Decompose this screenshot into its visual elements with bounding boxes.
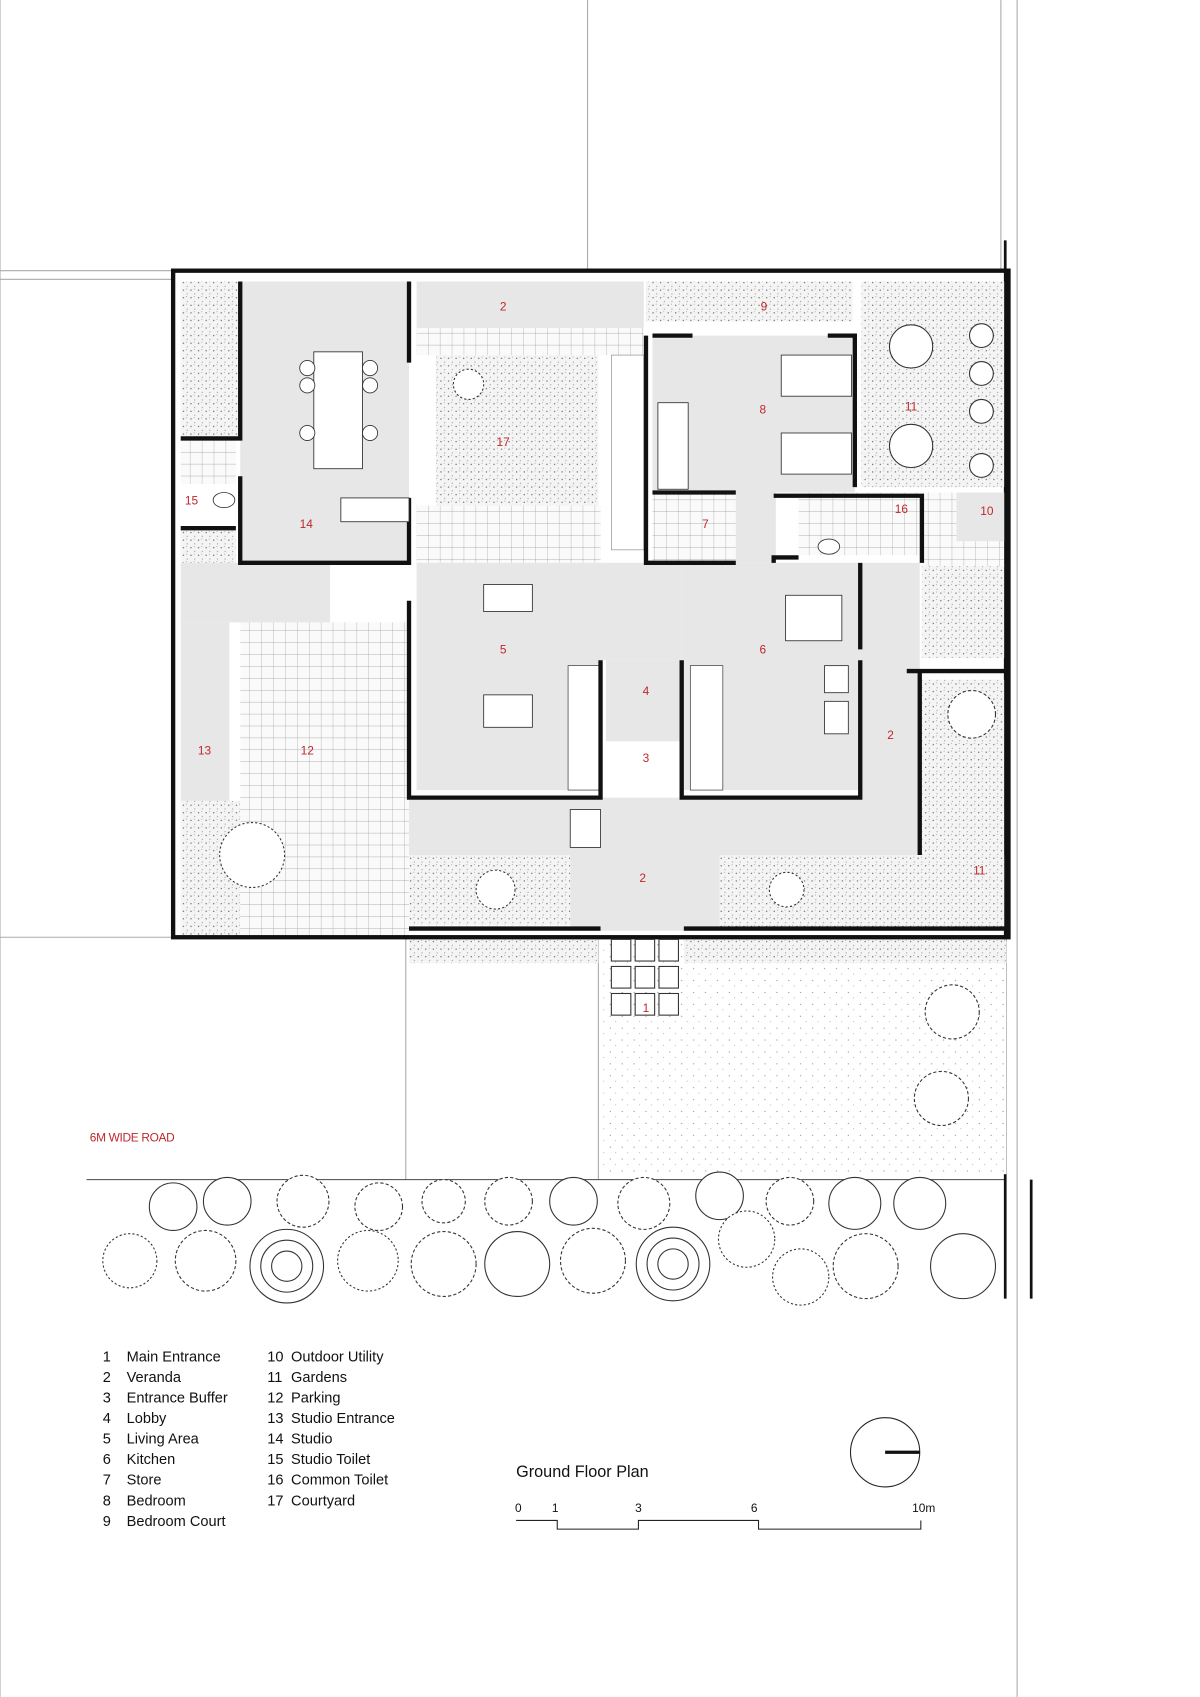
legend-label: Gardens <box>291 1370 347 1386</box>
legend-number: 2 <box>103 1370 111 1386</box>
scale-tick-1: 1 <box>552 1501 559 1515</box>
room-tag-outdoor-utility: 10 <box>980 504 994 518</box>
legend-label: Veranda <box>127 1370 182 1386</box>
room-tag-store: 7 <box>702 517 709 531</box>
plan-plants <box>219 323 997 1127</box>
room-tag-courtyard: 17 <box>497 435 511 449</box>
legend-label: Kitchen <box>127 1452 176 1468</box>
drawing-title: Ground Floor Plan <box>516 1463 649 1481</box>
legend-number: 4 <box>103 1411 111 1427</box>
legend-label: Outdoor Utility <box>291 1349 384 1365</box>
legend-label: Lobby <box>127 1411 167 1427</box>
legend-label: Courtyard <box>291 1493 355 1509</box>
scale-tick-10m: 10m <box>912 1501 935 1515</box>
legend-label: Common Toilet <box>291 1473 388 1489</box>
street-tree-band <box>102 1171 997 1306</box>
north-arrow-icon <box>849 1417 921 1488</box>
scale-bar: 0 1 3 6 10m <box>515 1501 935 1530</box>
legend-label: Bedroom <box>127 1493 186 1509</box>
legend-label: Entrance Buffer <box>127 1391 228 1407</box>
legend-number: 10 <box>267 1349 283 1365</box>
scale-tick-0: 0 <box>515 1501 522 1515</box>
room-tag-entrance-buffer: 3 <box>643 751 650 765</box>
room-tag-common-toilet: 16 <box>895 502 909 516</box>
legend-label: Main Entrance <box>127 1349 221 1365</box>
scale-tick-6: 6 <box>751 1501 758 1515</box>
legend-number: 9 <box>103 1514 111 1530</box>
legend-number: 3 <box>103 1391 111 1407</box>
legend-number: 11 <box>267 1370 282 1386</box>
legend-label: Parking <box>291 1391 340 1407</box>
legend-label: Bedroom Court <box>127 1514 226 1530</box>
legend-number: 1 <box>103 1349 111 1365</box>
room-tag-lobby: 4 <box>643 684 650 698</box>
room-tag-bedroom: 8 <box>760 403 767 417</box>
room-tag-studio-toilet: 15 <box>185 493 199 507</box>
walls <box>170 268 1011 940</box>
road-label: 6M WIDE ROAD <box>90 1131 175 1145</box>
room-tag-gardens: 11 <box>905 399 918 413</box>
room-tag-studio-entrance: 13 <box>198 743 212 757</box>
legend-number: 13 <box>267 1411 283 1427</box>
legend-number: 5 <box>103 1432 111 1448</box>
entrance-stepping-stones <box>610 938 679 1016</box>
room-labels: 2 9 8 11 17 15 14 7 16 10 5 6 4 3 2 13 1… <box>185 300 994 1015</box>
room-tag-studio: 14 <box>300 517 314 531</box>
legend-number: 8 <box>103 1493 111 1509</box>
furniture <box>212 351 853 848</box>
room-tag-gardens-front: 11 <box>973 863 986 877</box>
legend-number: 12 <box>267 1391 283 1407</box>
legend-label: Studio <box>291 1432 332 1448</box>
scale-tick-3: 3 <box>635 1501 642 1515</box>
legend-number: 15 <box>267 1452 283 1468</box>
legend-number: 16 <box>267 1473 283 1489</box>
legend-label: Living Area <box>127 1432 200 1448</box>
legend-number: 7 <box>103 1473 111 1489</box>
legend-number: 14 <box>267 1432 283 1448</box>
legend-label: Studio Toilet <box>291 1452 370 1468</box>
legend-number: 17 <box>267 1493 283 1509</box>
legend-label: Store <box>127 1473 162 1489</box>
room-tag-bedroom-court: 9 <box>761 300 768 314</box>
room-tag-veranda-front: 2 <box>639 871 646 885</box>
room-tag-kitchen: 6 <box>760 643 767 657</box>
room-tag-veranda: 2 <box>500 300 507 314</box>
room-tag-main-entrance: 1 <box>643 1001 650 1015</box>
room-tag-living: 5 <box>500 643 507 657</box>
room-tag-veranda-right: 2 <box>887 728 894 742</box>
legend-label: Studio Entrance <box>291 1411 395 1427</box>
room-tag-parking: 12 <box>301 743 315 757</box>
legend-number: 6 <box>103 1452 111 1468</box>
